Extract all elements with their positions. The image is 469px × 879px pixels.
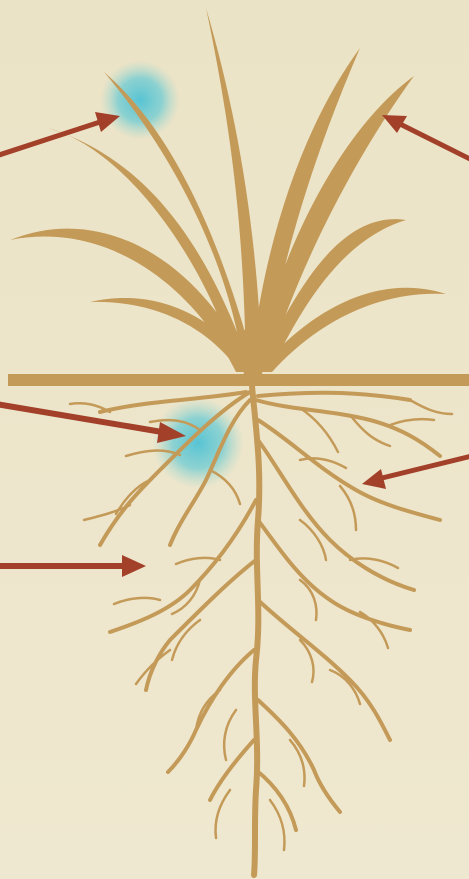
root-spot <box>152 397 244 489</box>
ground-line <box>8 374 469 386</box>
leaf-spot <box>100 60 180 140</box>
stem <box>241 330 264 378</box>
